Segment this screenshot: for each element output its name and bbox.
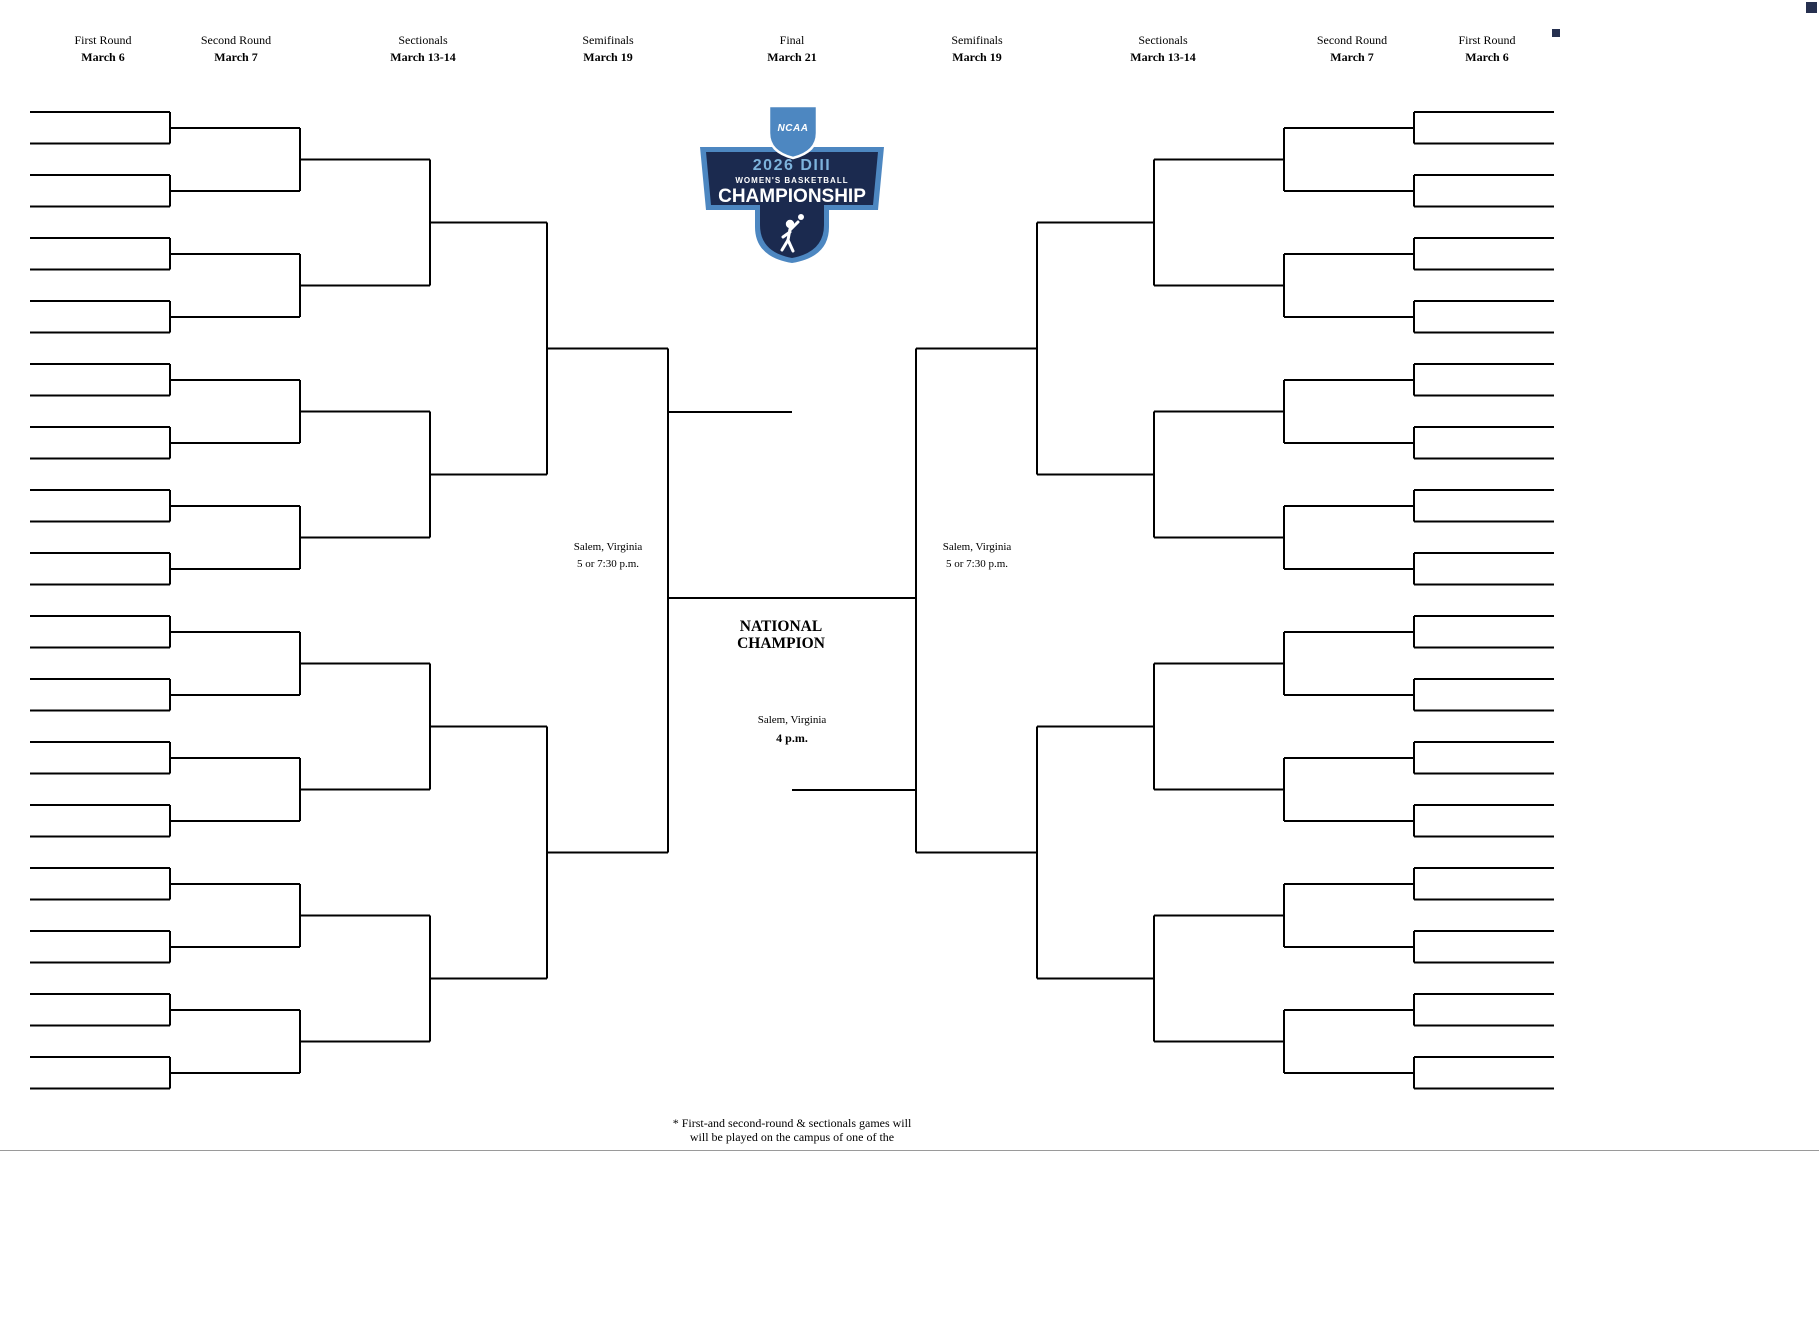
venue-city: Salem, Virginia: [573, 541, 643, 553]
round-header-semifinals-left: Semifinals March 19: [582, 33, 633, 65]
logo-event: CHAMPIONSHIP: [718, 186, 866, 207]
round-header-second-round-left: Second Round March 7: [201, 33, 271, 65]
round-date: March 7: [214, 50, 258, 64]
national-champion-label: NATIONAL CHAMPION: [737, 618, 825, 652]
logo-year-division: 2026 DIII: [753, 157, 831, 174]
round-header-second-round-right: Second Round March 7: [1317, 33, 1387, 65]
round-name: Semifinals: [951, 33, 1003, 47]
round-name: Second Round: [200, 33, 272, 47]
round-name: First Round: [74, 33, 132, 47]
ncaa-label: NCAA: [778, 123, 809, 134]
basketball-player-icon: [780, 214, 804, 253]
round-header-sectionals-left: Sectionals March 13-14: [390, 33, 455, 65]
round-date: March 21: [767, 50, 817, 64]
semifinal-left-venue: Salem, Virginia 5 or 7:30 p.m.: [574, 541, 643, 570]
ncaa-shield-icon: [767, 104, 819, 160]
page-bottom-rule: [0, 1150, 1819, 1151]
round-date: March 13-14: [1130, 50, 1196, 64]
venue-city: Salem, Virginia: [757, 714, 827, 726]
round-header-semifinals-right: Semifinals March 19: [951, 33, 1002, 65]
venue-time: 5 or 7:30 p.m.: [945, 558, 1009, 570]
round-date: March 7: [1330, 50, 1374, 64]
final-venue: Salem, Virginia 4 p.m.: [758, 714, 827, 746]
footnote-line2: will be played on the campus of one of t…: [689, 1129, 895, 1144]
national-champion-line2: CHAMPION: [737, 635, 825, 652]
venue-time: 4 p.m.: [776, 731, 808, 745]
round-date: March 19: [583, 50, 633, 64]
round-header-sectionals-right: Sectionals March 13-14: [1130, 33, 1195, 65]
national-champion-line1: NATIONAL: [739, 618, 823, 635]
venue-time: 5 or 7:30 p.m.: [576, 558, 640, 570]
corner-marker-square: [1806, 2, 1817, 13]
footnote-line1: * First-and second-round & sectionals ga…: [672, 1116, 912, 1130]
round-name: Sectionals: [398, 33, 448, 47]
round-name: Second Round: [1316, 33, 1388, 47]
venue-city: Salem, Virginia: [942, 541, 1012, 553]
championship-logo: NCAA 2026 DIII WOMEN'S BASKETBALL CHAMPI…: [700, 104, 884, 263]
round-date: March 13-14: [390, 50, 456, 64]
semifinal-right-venue: Salem, Virginia 5 or 7:30 p.m.: [943, 541, 1012, 570]
logo-tab: [760, 203, 824, 258]
round-date: March 19: [952, 50, 1002, 64]
round-name: Final: [779, 33, 805, 47]
round-header-first-round-right: First Round March 6: [1458, 33, 1515, 65]
round-header-first-round-left: First Round March 6: [74, 33, 131, 65]
logo-sport: WOMEN'S BASKETBALL: [735, 176, 848, 185]
round-name: Sectionals: [1138, 33, 1188, 47]
round-name: Semifinals: [582, 33, 634, 47]
logo-banner: [706, 152, 878, 205]
round-date: March 6: [81, 50, 125, 64]
round-name: First Round: [1458, 33, 1516, 47]
round-date: March 6: [1465, 50, 1509, 64]
footnote: * First-and second-round & sectionals ga…: [672, 1116, 912, 1144]
edge-marker-square: [1552, 29, 1560, 37]
round-header-final: Final March 21: [767, 33, 816, 65]
